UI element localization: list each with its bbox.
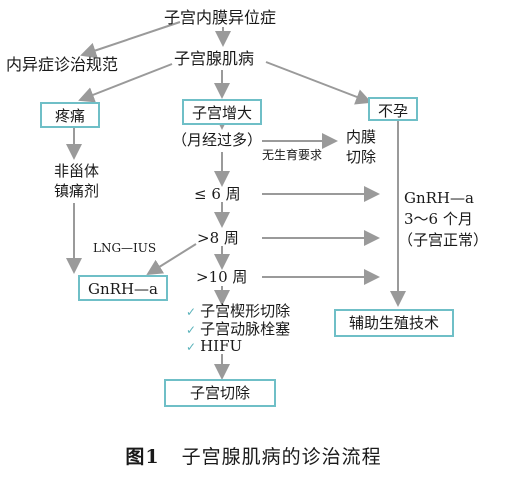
lng-ius-label: LNG—IUS xyxy=(93,241,157,255)
endometrial-line1: 内膜 xyxy=(346,128,377,146)
check-icon: ✓ xyxy=(186,340,197,354)
hysterectomy-box: 子宫切除 xyxy=(164,379,276,407)
size-gt10-label: >10 周 xyxy=(196,268,248,286)
arrow-root-to-guideline xyxy=(80,21,181,59)
figure-caption: 图1 子宫腺肌病的诊治流程 xyxy=(0,442,507,469)
treatment-hifu: ✓HIFU xyxy=(186,337,242,356)
no-fertility-need-label: 无生育要求 xyxy=(262,148,323,162)
pain-box: 疼痛 xyxy=(40,102,100,128)
adenomyosis-label: 子宫腺肌病 xyxy=(174,49,255,68)
check-icon: ✓ xyxy=(186,323,197,337)
art-box: 辅助生殖技术 xyxy=(334,309,454,337)
arrow-adeno-to-pain xyxy=(78,63,173,103)
treatment-wedge-resection: ✓子宫楔形切除 xyxy=(186,302,290,321)
menorrhagia-label: （月经过多） xyxy=(172,131,263,149)
gnrha-line1: GnRH—a xyxy=(404,189,474,207)
treatment-uae: ✓子宫动脉栓塞 xyxy=(186,320,290,339)
arrow-gt8-to-gnrha xyxy=(146,243,197,276)
arrow-adeno-to-infertility xyxy=(265,61,372,105)
root-condition: 子宫内膜异位症 xyxy=(164,8,277,27)
uae-label: 子宫动脉栓塞 xyxy=(200,320,291,338)
figure-title: 子宫腺肌病的诊治流程 xyxy=(181,446,382,468)
gnrha-box: GnRH—a xyxy=(78,275,168,301)
infertility-box: 不孕 xyxy=(368,97,418,121)
size-le6-label: ≤ 6 周 xyxy=(194,185,241,203)
enlarged-uterus-box: 子宫增大 xyxy=(182,99,262,125)
size-gt8-label: >8 周 xyxy=(197,229,239,247)
check-icon: ✓ xyxy=(186,305,197,319)
nsaid-line2: 镇痛剂 xyxy=(54,182,100,200)
hifu-label: HIFU xyxy=(200,337,243,355)
figure-label: 图1 xyxy=(125,446,160,468)
endo-guideline-label: 内异症诊治规范 xyxy=(6,55,119,74)
wedge-resection-label: 子宫楔形切除 xyxy=(200,302,291,320)
gnrha-line2: 3～6 个月 xyxy=(404,210,473,228)
gnrha-line3: （子宫正常） xyxy=(398,231,489,249)
endometrial-line2: 切除 xyxy=(346,148,377,166)
nsaid-line1: 非甾体 xyxy=(54,162,100,180)
